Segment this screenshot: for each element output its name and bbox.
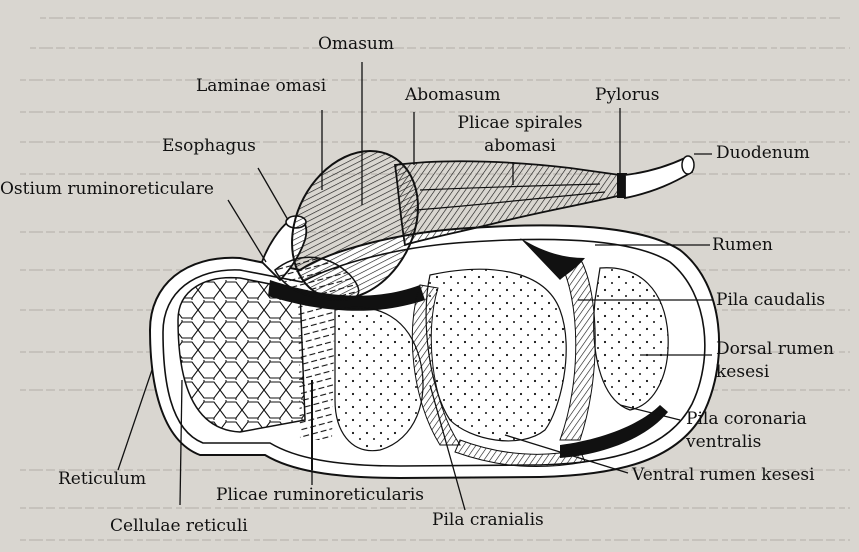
label-esophagus: Esophagus [162,137,256,156]
label-dorsal-rumen-kesesi-line2: kesesi [716,363,769,382]
label-plicae-spirales-abomasi-line2: abomasi [440,137,600,156]
label-abomasum: Abomasum [405,86,500,105]
label-plicae-ruminoreticularis: Plicae ruminoreticularis [216,486,424,505]
label-dorsal-rumen-kesesi-line1: Dorsal rumen [716,340,834,359]
label-pila-cranialis: Pila cranialis [432,511,544,530]
label-pila-caudalis: Pila caudalis [716,291,825,310]
label-ostium-ruminoreticulare: Ostium ruminoreticulare [0,180,214,199]
label-plicae-spirales-abomasi-line1: Plicae spirales [440,114,600,133]
label-laminae-omasi: Laminae omasi [196,77,326,96]
label-cellulae-reticuli: Cellulae reticuli [110,517,248,536]
label-rumen: Rumen [712,236,773,255]
label-duodenum: Duodenum [716,144,810,163]
plicae-ruminoreticularis-zone [298,290,335,440]
rumen-compartment-middle [426,269,566,441]
label-pila-coronaria-ventralis-line2: ventralis [686,433,761,452]
label-reticulum: Reticulum [58,470,146,489]
label-omasum: Omasum [318,35,394,54]
label-pila-coronaria-ventralis-line1: Pila coronaria [686,410,807,429]
label-ventral-rumen-kesesi: Ventral rumen kesesi [632,466,815,485]
label-pylorus: Pylorus [595,86,660,105]
